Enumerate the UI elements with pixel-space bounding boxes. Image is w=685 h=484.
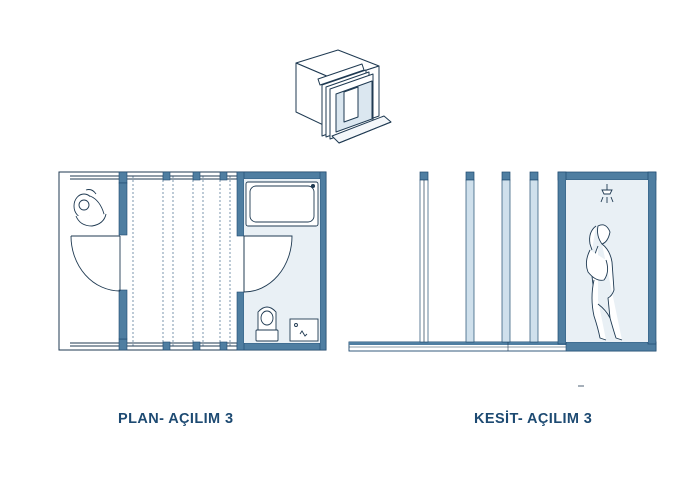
section-drawing — [348, 171, 657, 352]
toilet-icon — [255, 306, 279, 342]
isometric-module-icon — [295, 49, 392, 144]
person-showering-icon — [585, 224, 623, 341]
section-caption: KESİT- AÇILIM 3 — [474, 411, 593, 427]
plan-caption: PLAN- AÇILIM 3 — [118, 411, 234, 427]
person-seated-icon — [73, 189, 107, 227]
bathtub-icon — [245, 181, 319, 227]
plan-drawing — [58, 171, 327, 351]
door-swing-icon — [70, 235, 121, 292]
shower-head-icon — [600, 184, 614, 203]
shower-tray-icon — [289, 318, 319, 342]
